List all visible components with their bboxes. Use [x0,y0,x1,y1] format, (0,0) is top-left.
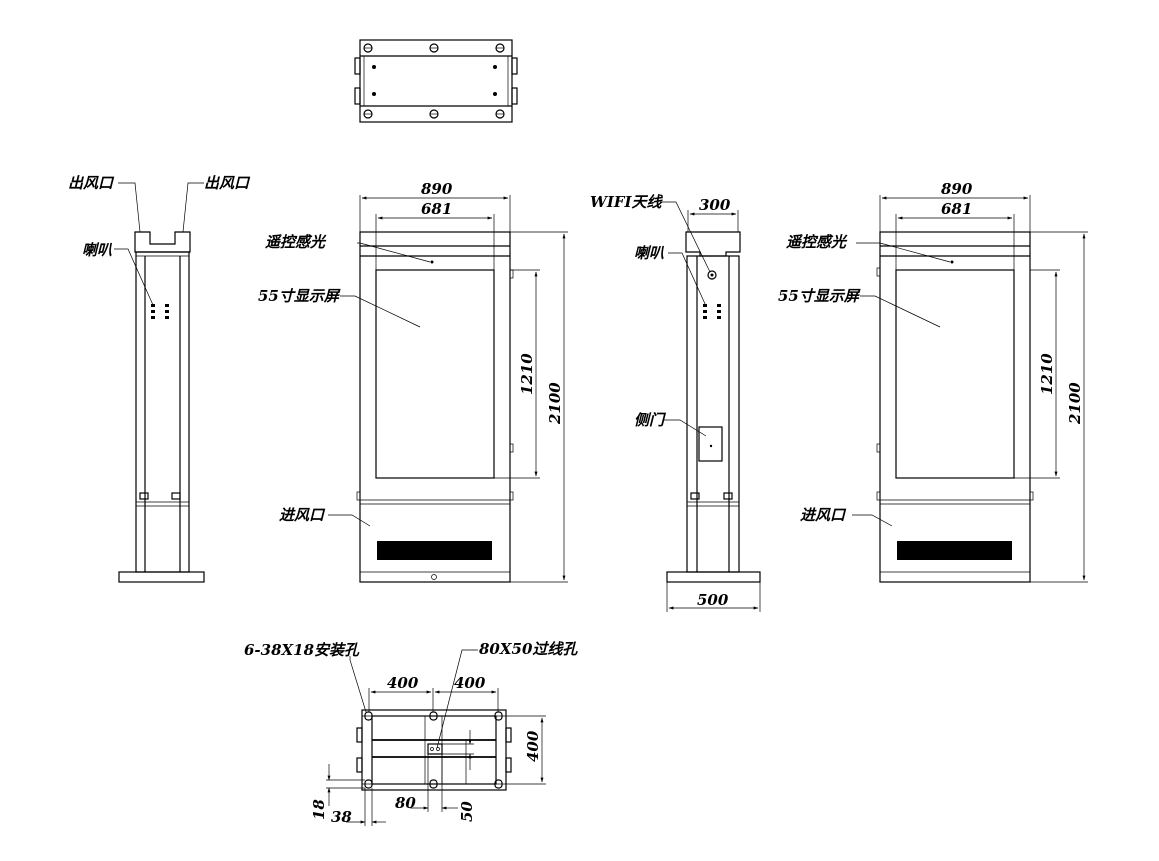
air-inlet-vent-icon [377,541,492,560]
dim-base-span-a: 400 [387,674,419,692]
bottom-view [326,649,546,826]
label-air-outlet-right: 出风口 [204,174,251,192]
dim-overall-width-1: 890 [421,180,453,198]
dim-screen-height-2: 1210 [1038,353,1056,395]
dim-screen-width-1: 681 [421,200,452,218]
dim-side-base-width: 500 [697,591,729,609]
cable-hole-icon [427,743,443,755]
label-remote-sensor-2: 遥控感光 [786,233,848,251]
dim-cable-h: 50 [458,801,476,822]
wifi-antenna-icon [707,270,717,280]
left-side-view [114,182,205,583]
dim-overall-height-1: 2100 [546,382,564,425]
label-air-inlet-1: 进风口 [279,506,326,524]
label-speaker-left: 喇叭 [82,241,113,259]
speaker-grille-icon [151,304,169,319]
label-display-2: 55寸显示屏 [778,287,861,305]
dim-cable-w: 80 [395,794,416,812]
dim-base-depth: 400 [524,730,542,762]
dim-screen-width-2: 681 [941,200,972,218]
label-mount-holes: 6-38X18安装孔 [244,641,360,659]
front-view-2 [852,195,1088,583]
dim-screen-height-1: 1210 [518,353,536,395]
dim-hole-length: 38 [331,808,352,826]
label-remote-sensor-1: 遥控感光 [265,233,327,251]
dim-overall-height-2: 2100 [1066,382,1084,425]
mounting-hole-icon [364,711,503,789]
label-speaker-right: 喇叭 [634,244,665,262]
label-air-outlet-left: 出风口 [68,174,115,192]
dim-overall-width-2: 890 [941,180,973,198]
label-display-1: 55寸显示屏 [258,287,341,305]
dim-side-top-width: 300 [699,196,731,214]
dim-hole-width: 18 [310,799,328,820]
speaker-grille-icon [703,304,721,319]
front-view-1 [328,195,568,583]
air-inlet-vent-icon [897,541,1012,560]
label-wifi-antenna: WIFI天线 [590,193,664,211]
label-cable-hole: 80X50过线孔 [479,640,578,658]
right-side-view [660,201,761,612]
top-view [354,39,518,123]
label-side-door: 侧门 [634,411,667,429]
dim-base-span-b: 400 [454,674,486,692]
side-door [698,426,723,462]
label-air-inlet-2: 进风口 [800,506,847,524]
